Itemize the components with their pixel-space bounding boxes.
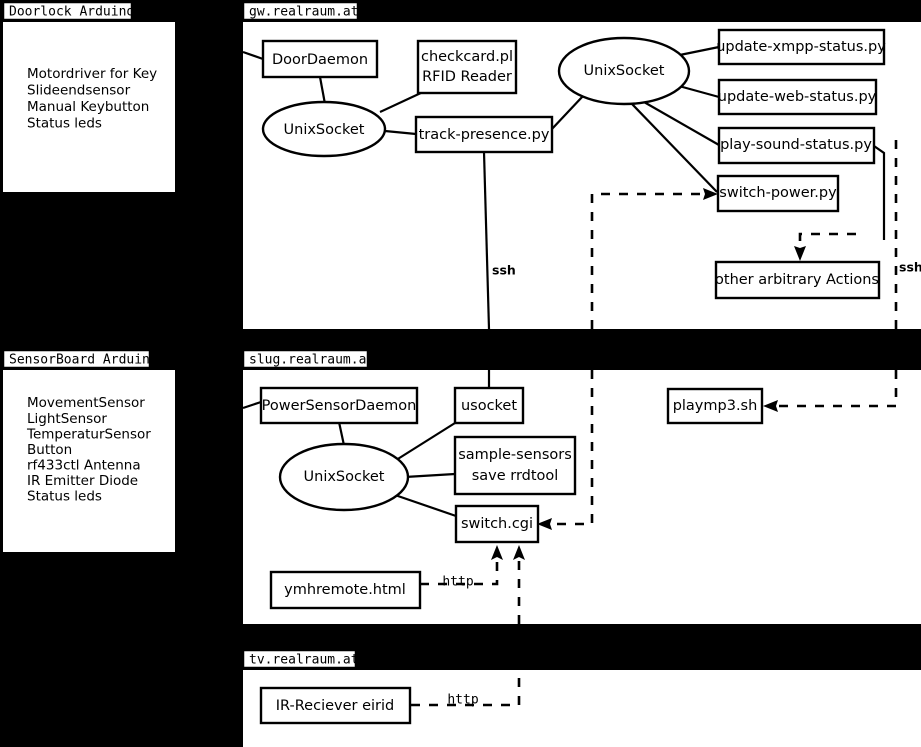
node-update-web-label: update-web-status.py [718,89,877,105]
edge-label-ssh-gw-slug: ssh [492,263,516,278]
panel-slug-title: slug.realraum.at [249,353,374,368]
edge-label-ssh-right: ssh [899,260,921,275]
node-usocket-label: usocket [461,398,517,414]
edge-doordaemon-to-unixsocket [318,76,327,105]
node-sample-sensors-label-2: save rrdtool [472,468,559,484]
edge-unixsocket-to-checkcard [379,91,424,113]
edge-playsound-right-down [873,145,886,240]
panel-sensorboard-title: SensorBoard Arduino [9,353,158,368]
panel-doorlock-arduino: Doorlock Arduino Motordriver for Key Sli… [2,1,175,192]
panel-tv-title: tv.realraum.at [249,653,359,668]
sensorboard-item-5: IR Emitter Diode [27,473,138,489]
node-power-sensor-daemon-label: PowerSensorDaemon [262,398,417,414]
node-track-presence[interactable]: track-presence.py [414,115,554,154]
arrowhead-playmp3 [763,400,778,412]
node-door-daemon[interactable]: DoorDaemon [261,39,379,79]
node-ymhremote[interactable]: ymhremote.html [269,570,422,610]
node-gw-unixsocket-right-label: UnixSocket [584,63,665,79]
edge-trackpresence-to-unixsocket-right [550,95,584,131]
sensorboard-item-4: rf433ctl Antenna [27,458,141,474]
edge-unixsocket-to-switch-cgi [394,493,457,518]
node-checkcard-rfid[interactable]: checkcard.pl RFID Reader [416,39,518,95]
arrowhead-switch-cgi-right [537,518,552,530]
node-checkcard-label-2: RFID Reader [422,69,512,85]
arrowhead-switch-cgi-left-bottom [491,545,503,560]
node-track-presence-label: track-presence.py [419,127,550,143]
edge-unixsocket-to-sample-sensors [404,472,456,479]
panel-sensorboard-tab [2,349,151,369]
edge-unixsocket-to-usocket [392,422,456,463]
panel-doorlock-title: Doorlock Arduino [9,5,134,20]
node-usocket[interactable]: usocket [453,386,525,425]
node-switch-power-label: switch-power.py [719,185,837,201]
edge-trackpresence-ssh-down [482,151,491,330]
sensorboard-item-1: LightSensor [27,411,107,427]
node-update-web-status[interactable]: update-web-status.py [718,78,878,116]
arrowhead-other-actions [794,246,806,261]
sensorboard-item-3: Button [27,442,72,458]
edge-unixsocket-to-trackpresence [384,129,417,136]
panel-tv-tab [242,649,357,669]
node-update-xmpp-label: update-xmpp-status.py [716,39,886,55]
node-gw-unixsocket-left[interactable]: UnixSocket [261,100,387,158]
arrowhead-switch-power [703,188,718,200]
panel-tv: tv.realraum.at http IR-Reciever eirid [242,649,921,747]
panel-gw: gw.realraum.at ssh ssh [242,1,921,330]
node-checkcard-label-1: checkcard.pl [421,49,513,65]
node-slug-unixsocket[interactable]: UnixSocket [278,442,410,512]
sensorboard-item-6: Status leds [27,489,102,505]
node-switch-cgi-label: switch.cgi [461,516,533,532]
edge-dashed-switchcgi-to-switchpower [590,192,707,329]
edge-unixsocket-to-play-sound [643,101,720,146]
panel-sensorboard-body [3,370,175,552]
doorlock-item-1: Slideendsensor [27,83,131,99]
panel-slug: slug.realraum.at http Po [242,349,921,624]
node-switch-cgi[interactable]: switch.cgi [454,504,540,544]
node-ymhremote-label: ymhremote.html [284,582,406,598]
edge-unixsocket-to-switch-power [631,103,718,193]
node-door-daemon-label: DoorDaemon [272,52,368,68]
node-playmp3[interactable]: playmp3.sh [666,387,764,425]
panel-doorlock-tab [2,1,133,21]
node-slug-unixsocket-label: UnixSocket [304,469,385,485]
sensorboard-item-0: MovementSensor [27,395,145,411]
edge-doorlock-to-doordaemon [242,50,264,61]
panel-slug-tab [242,349,369,369]
panel-gw-title: gw.realraum.at [249,5,359,20]
node-gw-unixsocket-right[interactable]: UnixSocket [557,36,691,106]
node-update-xmpp-status[interactable]: update-xmpp-status.py [716,28,886,66]
node-ir-receiver[interactable]: IR-Reciever eirid [259,686,412,725]
edge-dashed-to-other-actions [798,232,856,247]
node-play-sound-label: play-sound-status.py [720,137,872,153]
node-gw-unixsocket-left-label: UnixSocket [284,122,365,138]
node-switch-power[interactable]: switch-power.py [716,174,840,213]
node-sample-sensors-label-1: sample-sensors [458,447,572,463]
sensorboard-item-2: TemperaturSensor [26,427,151,443]
edge-sensorboard-to-powersensordaemon [242,400,262,410]
panel-gw-tab [242,1,359,21]
panel-sensorboard-arduino: SensorBoard Arduino MovementSensor Light… [2,349,175,552]
edge-dashed-gw-to-switchcgi [548,370,594,526]
edge-label-http-tv: http [447,693,478,708]
doorlock-item-0: Motordriver for Key [27,66,157,82]
edge-dashed-irreceiver-http [411,670,521,707]
node-other-arbitrary-actions[interactable]: other arbitrary Actions [714,260,881,300]
edge-dashed-ssh-to-playmp3 [774,370,898,408]
doorlock-item-3: Status leds [27,116,102,132]
doorlock-item-2: Manual Keybutton [27,99,149,115]
node-sample-sensors[interactable]: sample-sensors save rrdtool [453,435,577,496]
node-other-actions-label: other arbitrary Actions [715,272,879,288]
arrowhead-switch-cgi-right-bottom [513,545,525,560]
edge-dashed-ymhremote-http [420,558,499,586]
node-play-sound-status[interactable]: play-sound-status.py [717,126,876,165]
node-playmp3-label: playmp3.sh [673,398,758,414]
node-power-sensor-daemon[interactable]: PowerSensorDaemon [259,386,419,425]
node-ir-receiver-label: IR-Reciever eirid [276,698,394,714]
panel-doorlock-body [3,22,175,192]
edge-label-http-ymhremote: http [442,575,473,590]
